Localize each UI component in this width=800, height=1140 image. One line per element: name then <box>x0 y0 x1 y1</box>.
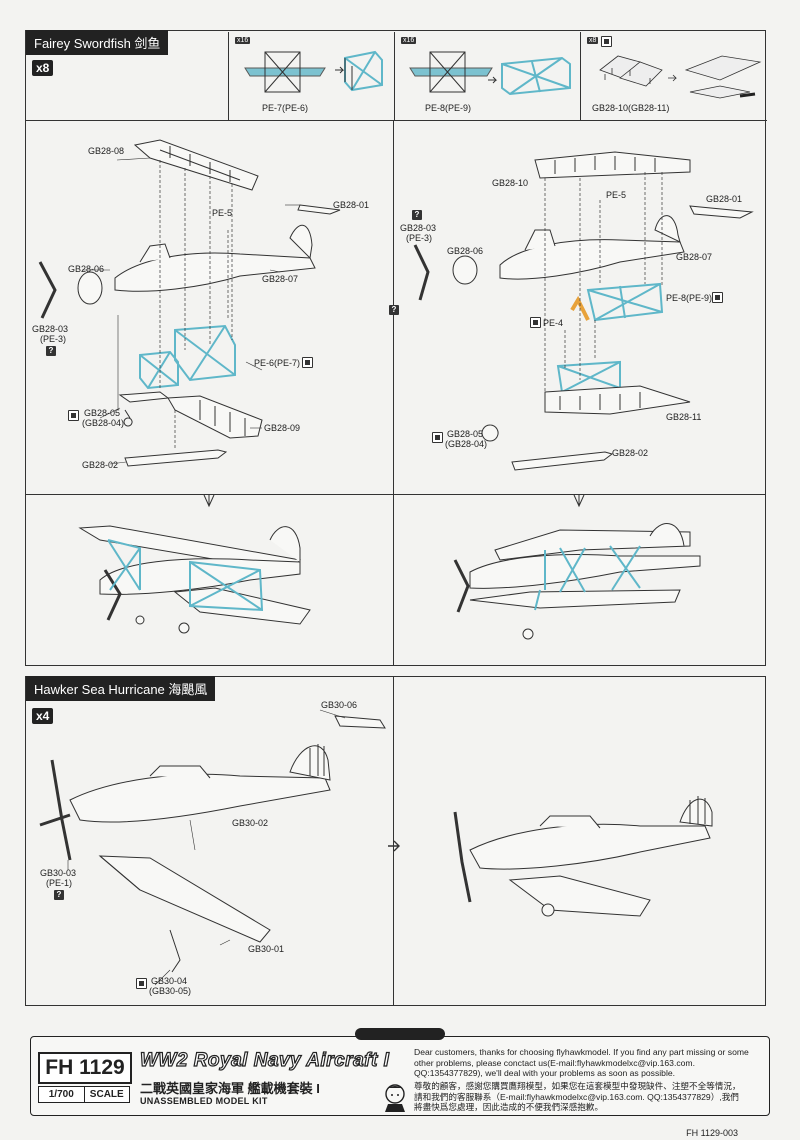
sf-left-fuselage: GB28-07 <box>262 274 299 284</box>
hc-spinner: GB30-03 <box>40 868 77 878</box>
hurricane-title: Hawker Sea Hurricane 海颶風 <box>26 676 216 701</box>
photo-etch-icon <box>712 292 723 303</box>
hc-gear: GB30-04 <box>151 976 188 986</box>
pe-strip-divider <box>394 32 396 120</box>
scale-word: SCALE <box>89 1089 124 1100</box>
sf-right-pe4: PE-4 <box>543 318 564 328</box>
sf-right-spinner: GB28-03 <box>400 223 437 233</box>
customer-message-cn: 尊敬的顧客，感謝您購買鷹翔模型，如果您在這套模型中發現缺件、注塑不全等情況，請和… <box>414 1081 741 1112</box>
sf-right-wing-top: GB28-10 <box>492 178 529 188</box>
question-icon: ? <box>389 305 399 315</box>
hc-gear-alt: (GB30-05) <box>149 986 192 996</box>
footer-tab <box>355 1028 445 1040</box>
photo-etch-icon <box>530 317 541 328</box>
left-box-border <box>25 120 394 121</box>
hc-fuselage: GB30-02 <box>232 818 269 828</box>
pe-count-2: x16 <box>401 37 417 44</box>
sf-right-pe5: PE-5 <box>606 190 627 200</box>
customer-message-en: Dear customers, thanks for choosing flyh… <box>414 1047 749 1078</box>
sf-right-strut: PE-8(PE-9) <box>666 293 713 303</box>
kit-subtitle-cn: 二戰英國皇家海軍 艦載機套裝 I <box>140 1081 320 1096</box>
divider-vertical <box>393 120 395 666</box>
sf-right-gear-alt: (GB28-04) <box>445 439 488 449</box>
pe-label-3: GB28-10(GB28-11) <box>592 103 670 113</box>
question-icon: ? <box>54 890 64 900</box>
scale-box: 1/700 SCALE <box>38 1086 130 1103</box>
product-code: FH 1129 <box>38 1052 132 1084</box>
photo-etch-icon <box>136 978 147 989</box>
customer-service-icon <box>385 1084 405 1112</box>
sf-right-gear: GB28-05 <box>447 429 484 439</box>
pe-count-3: x8 <box>587 37 599 44</box>
sf-right-wing-bottom: GB28-11 <box>666 412 702 422</box>
kit-title: WW2 Royal Navy Aircraft I <box>139 1049 390 1071</box>
pe-label-2: PE-8(PE-9) <box>425 103 472 113</box>
question-icon: ? <box>412 210 422 220</box>
page-code: FH 1129-003 <box>686 1128 738 1138</box>
sf-left-gear: GB28-05 <box>84 408 121 418</box>
swordfish-title: Fairey Swordfish 剑鱼 <box>26 30 169 55</box>
sf-right-spinner-alt: (PE-3) <box>406 233 433 243</box>
sf-left-gear-alt: (GB28-04) <box>82 418 125 428</box>
question-icon: ? <box>46 346 56 356</box>
swordfish-section <box>25 30 766 666</box>
sf-left-spinner: GB28-03 <box>32 324 69 334</box>
hc-wing: GB30-01 <box>248 944 285 954</box>
pe-label-1: PE-7(PE-6) <box>262 103 309 113</box>
sf-right-fuselage: GB28-07 <box>676 252 713 262</box>
hc-spinner-alt: (PE-1) <box>46 878 73 888</box>
sf-right-tail: GB28-01 <box>706 194 743 204</box>
pe-strip-divider <box>580 32 582 120</box>
swordfish-qty: x8 <box>32 60 54 76</box>
sf-left-tail: GB28-01 <box>333 200 370 210</box>
sf-right-torpedo: GB28-02 <box>612 448 649 458</box>
sf-right-prop: GB28-06 <box>447 246 484 256</box>
sf-left-wing-bottom: GB28-09 <box>264 423 301 433</box>
sf-left-wing-top: GB28-08 <box>88 146 125 156</box>
hurricane-section <box>25 676 766 1006</box>
sf-left-prop: GB28-06 <box>68 264 105 274</box>
photo-etch-icon <box>601 36 612 47</box>
sf-left-strut: PE-6(PE-7) <box>254 358 301 368</box>
scale-value: 1/700 <box>39 1087 85 1102</box>
sf-left-torpedo: GB28-02 <box>82 460 119 470</box>
sf-left-pe5: PE-5 <box>212 208 233 218</box>
hc-tail: GB30-06 <box>321 700 358 710</box>
pe-strip-border <box>228 32 767 121</box>
pe-count-1: x16 <box>235 37 251 44</box>
photo-etch-icon <box>68 410 79 421</box>
sf-left-spinner-alt: (PE-3) <box>40 334 67 344</box>
divider-vertical <box>393 676 395 1006</box>
kit-subtitle-en: UNASSEMBLED MODEL KIT <box>140 1096 268 1106</box>
photo-etch-icon <box>302 357 313 368</box>
divider-horizontal <box>25 494 766 496</box>
hurricane-qty: x4 <box>32 708 54 724</box>
photo-etch-icon <box>432 432 443 443</box>
